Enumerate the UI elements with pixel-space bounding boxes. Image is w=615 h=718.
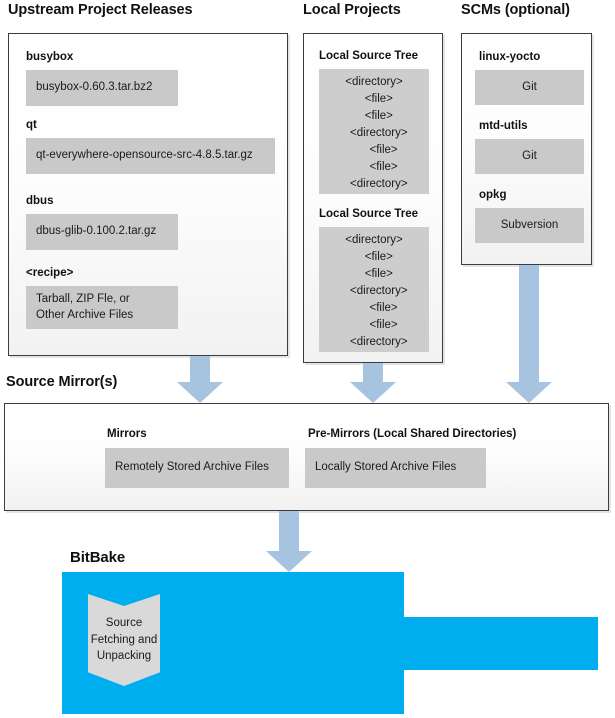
item-label-dbus: dbus [26, 195, 54, 207]
item-label-qt: qt [26, 119, 37, 131]
tree-line: <directory> [340, 285, 408, 298]
tree-line: <file> [355, 251, 393, 264]
chip-opkg-scm: Subversion [475, 208, 584, 243]
tree-line: <directory> [340, 336, 408, 349]
arrow-upstream-to-source-mirrors [177, 356, 223, 403]
item-label-pre-mirrors: Pre-Mirrors (Local Shared Directories) [308, 428, 517, 440]
tree-chip-local-source-tree-2: <directory> <file> <file> <directory> <f… [319, 227, 429, 352]
panel-scms: linux-yocto Git mtd-utils Git opkg Subve… [461, 33, 592, 265]
heading-bitbake: BitBake [70, 549, 126, 566]
item-label-local-source-tree-1: Local Source Tree [319, 50, 419, 62]
tree-line: <file> [355, 110, 393, 123]
tree-line: <directory> [340, 127, 408, 140]
panel-source-mirrors: Mirrors Remotely Stored Archive Files Pr… [4, 403, 609, 511]
heading-local-projects: Local Projects [303, 2, 401, 18]
item-label-opkg: opkg [479, 189, 507, 201]
recipe-archive-line-2: Other Archive Files [36, 308, 134, 321]
item-label-mirrors: Mirrors [107, 428, 147, 440]
chip-mtd-utils-scm: Git [475, 139, 584, 174]
chip-linux-yocto-scm: Git [475, 70, 584, 105]
panel-local-projects: Local Source Tree <directory> <file> <fi… [303, 33, 443, 363]
arrow-source-mirrors-to-bitbake [266, 511, 312, 572]
chip-locally-stored-archive-files: Locally Stored Archive Files [305, 448, 486, 488]
tree-line: <file> [355, 93, 393, 106]
item-label-linux-yocto: linux-yocto [479, 51, 541, 63]
recipe-archive-line-1: Tarball, ZIP Fle, or [36, 293, 130, 305]
heading-upstream-project-releases: Upstream Project Releases [8, 2, 193, 18]
arrow-scms-to-source-mirrors [506, 265, 552, 403]
tree-line: <file> [350, 144, 398, 157]
item-label-mtd-utils: mtd-utils [479, 120, 528, 132]
item-label-local-source-tree-2: Local Source Tree [319, 208, 419, 220]
chip-dbus-tarball: dbus-glib-0.100.2.tar.gz [26, 214, 178, 250]
arrow-local-projects-to-source-mirrors [350, 363, 396, 403]
item-label-busybox: busybox [26, 51, 74, 63]
tree-line: <directory> [345, 76, 403, 88]
item-label-recipe: <recipe> [26, 267, 74, 279]
bitbake-extension-band [404, 617, 598, 670]
tree-line: <file> [355, 268, 393, 281]
tree-chip-local-source-tree-1: <directory> <file> <file> <directory> <f… [319, 69, 429, 194]
tree-line: <file> [350, 161, 398, 174]
chevron-line-1: Source [105, 616, 143, 629]
tree-line: <directory> [340, 178, 408, 191]
chip-recipe-archive-types: Tarball, ZIP Fle, or Other Archive Files [26, 286, 178, 329]
panel-upstream-project-releases: busybox busybox-0.60.3.tar.bz2 qt qt-eve… [8, 33, 288, 356]
heading-scms: SCMs (optional) [461, 2, 570, 18]
chevron-source-fetching-and-unpacking: Source Fetching and Unpacking [88, 594, 160, 686]
heading-source-mirrors: Source Mirror(s) [6, 374, 118, 390]
tree-line: <directory> [345, 234, 403, 246]
chevron-line-3: Unpacking [96, 650, 152, 663]
chevron-line-2: Fetching and [90, 633, 158, 646]
chip-remotely-stored-archive-files: Remotely Stored Archive Files [105, 448, 289, 488]
chip-qt-tarball: qt-everywhere-opensource-src-4.8.5.tar.g… [26, 138, 275, 174]
chip-busybox-tarball: busybox-0.60.3.tar.bz2 [26, 70, 178, 106]
tree-line: <file> [350, 302, 398, 315]
tree-line: <file> [350, 319, 398, 332]
